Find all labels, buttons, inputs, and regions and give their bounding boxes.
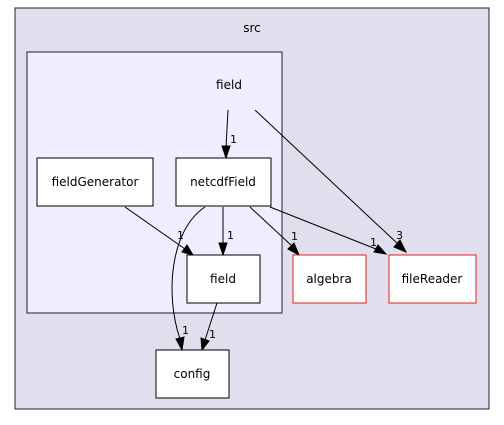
cluster-src-label: src xyxy=(243,21,261,35)
edge-label-generator-field: 1 xyxy=(177,229,184,242)
edges: 1 3 1 1 1 1 1 1 xyxy=(124,109,408,352)
edge-netcdf-config[interactable] xyxy=(171,206,206,340)
node-file-reader-label: fileReader xyxy=(402,272,463,286)
edge-netcdf-algebra[interactable] xyxy=(249,206,293,247)
node-field-generator-label: fieldGenerator xyxy=(52,175,139,189)
edge-netcdf-config-arrow xyxy=(175,336,185,352)
edge-label-field-config: 1 xyxy=(209,328,216,341)
edge-netcdf-filereader-arrow xyxy=(373,244,388,255)
node-field-generator[interactable]: fieldGenerator xyxy=(36,157,154,207)
edge-label-netcdf-filereader: 1 xyxy=(370,236,377,249)
edge-field-config-arrow xyxy=(200,337,210,352)
node-config-label: config xyxy=(174,367,211,381)
node-netcdf-field-label: netcdfField xyxy=(190,175,256,189)
edge-netcdf-filereader[interactable] xyxy=(269,206,377,250)
node-config-box xyxy=(155,349,230,399)
edge-netcdf-field-arrow xyxy=(218,242,228,257)
edge-label-netcdf-algebra: 1 xyxy=(291,230,298,243)
edge-label-netcdf-config: 1 xyxy=(182,324,189,337)
node-netcdf-field-box xyxy=(175,157,272,207)
edge-cluster-netcdf-arrow xyxy=(221,145,231,160)
edge-generator-field[interactable] xyxy=(124,206,186,250)
edge-label-netcdf-field: 1 xyxy=(227,229,234,242)
edge-cluster-filereader[interactable] xyxy=(254,109,399,245)
node-algebra[interactable]: algebra xyxy=(292,254,367,304)
node-file-reader[interactable]: fileReader xyxy=(388,254,477,304)
node-field-label: field xyxy=(210,272,236,286)
edge-field-config[interactable] xyxy=(204,302,218,341)
node-algebra-label: algebra xyxy=(306,272,352,286)
node-field-box xyxy=(186,254,261,304)
edge-generator-field-arrow xyxy=(181,244,195,256)
cluster-field-label: field xyxy=(216,78,242,92)
node-field-generator-box xyxy=(36,157,154,207)
edge-label-cluster-filereader: 3 xyxy=(396,229,403,242)
edge-cluster-filereader-arrow xyxy=(393,239,408,253)
node-file-reader-box xyxy=(388,254,477,304)
node-field[interactable]: field xyxy=(186,254,261,304)
node-config[interactable]: config xyxy=(155,349,230,399)
edge-netcdf-algebra-arrow xyxy=(287,242,301,257)
edge-cluster-netcdf[interactable] xyxy=(225,109,229,149)
node-algebra-box xyxy=(292,254,367,304)
edge-label-cluster-netcdf: 1 xyxy=(230,133,237,146)
node-netcdf-field[interactable]: netcdfField xyxy=(175,157,272,207)
